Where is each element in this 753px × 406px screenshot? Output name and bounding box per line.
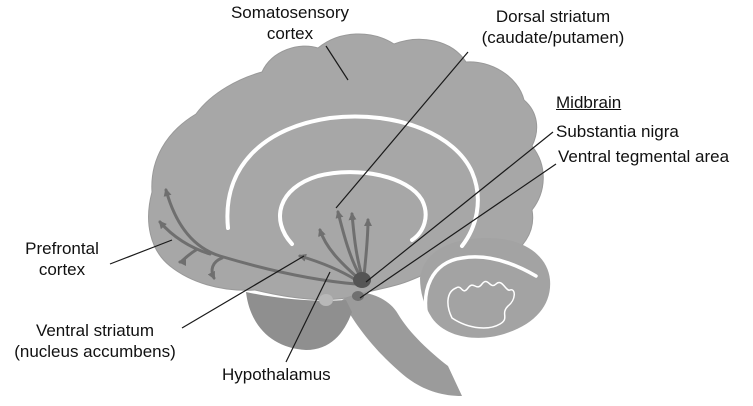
substantia-nigra-label: Substantia nigra — [556, 122, 679, 141]
vta-label: Ventral tegmental area — [558, 147, 730, 166]
cerebellum-boundary — [423, 255, 538, 324]
substantia-nigra-nucleus — [353, 272, 371, 288]
leader-lines — [109, 45, 557, 363]
projection-to-dorsal-striatum-4 — [318, 228, 360, 280]
projection-to-prefrontal-4 — [207, 256, 224, 280]
leader-substantia-nigra — [365, 131, 554, 283]
dorsal-line1: Dorsal striatum — [495, 7, 611, 26]
projection-to-dorsal-striatum-3 — [362, 218, 372, 278]
leader-ventral-striatum — [181, 255, 305, 329]
prefrontal-line2: cortex — [38, 260, 86, 279]
dopamine-projections — [158, 188, 372, 286]
projection-to-prefrontal-3 — [178, 248, 198, 266]
ventral-line2: (nucleus accumbens) — [14, 342, 176, 361]
leader-somatosensory — [325, 45, 349, 81]
dorsal-line2: (caudate/putamen) — [481, 28, 625, 47]
arbor-vitae — [447, 280, 515, 329]
projection-to-prefrontal-2 — [158, 220, 212, 256]
prefrontal-cortex-label: Prefrontal cortex — [12, 238, 112, 280]
somatosensory-line2: cortex — [266, 24, 314, 43]
hypothalamus-region — [319, 294, 333, 306]
dorsal-striatum-label: Dorsal striatum (caudate/putamen) — [458, 6, 648, 48]
ventral-line1: Ventral striatum — [35, 321, 155, 340]
vta-nucleus — [352, 291, 364, 301]
midbrain-heading: Midbrain — [556, 93, 622, 112]
ventral-striatum-label: Ventral striatum (nucleus accumbens) — [2, 320, 188, 362]
brainstem — [342, 292, 462, 396]
corpus-callosum-arc — [225, 114, 480, 248]
somatosensory-cortex-label: Somatosensory cortex — [210, 2, 370, 44]
hypothalamus-label: Hypothalamus — [222, 365, 331, 384]
temporal-lobe — [246, 292, 352, 350]
prefrontal-line1: Prefrontal — [25, 239, 99, 258]
projection-to-prefrontal-main — [163, 188, 358, 286]
leader-vta — [359, 163, 557, 299]
projection-to-ventral-striatum — [298, 253, 358, 282]
leader-dorsal-striatum — [335, 51, 469, 209]
somatosensory-line1: Somatosensory — [230, 3, 350, 22]
projection-to-dorsal-striatum-1 — [335, 210, 362, 278]
cerebellum — [420, 238, 551, 338]
leader-hypothalamus — [285, 271, 331, 363]
projection-to-dorsal-striatum-2 — [348, 212, 364, 278]
leader-prefrontal — [109, 239, 173, 265]
lateral-ventricle-arc — [278, 170, 428, 246]
